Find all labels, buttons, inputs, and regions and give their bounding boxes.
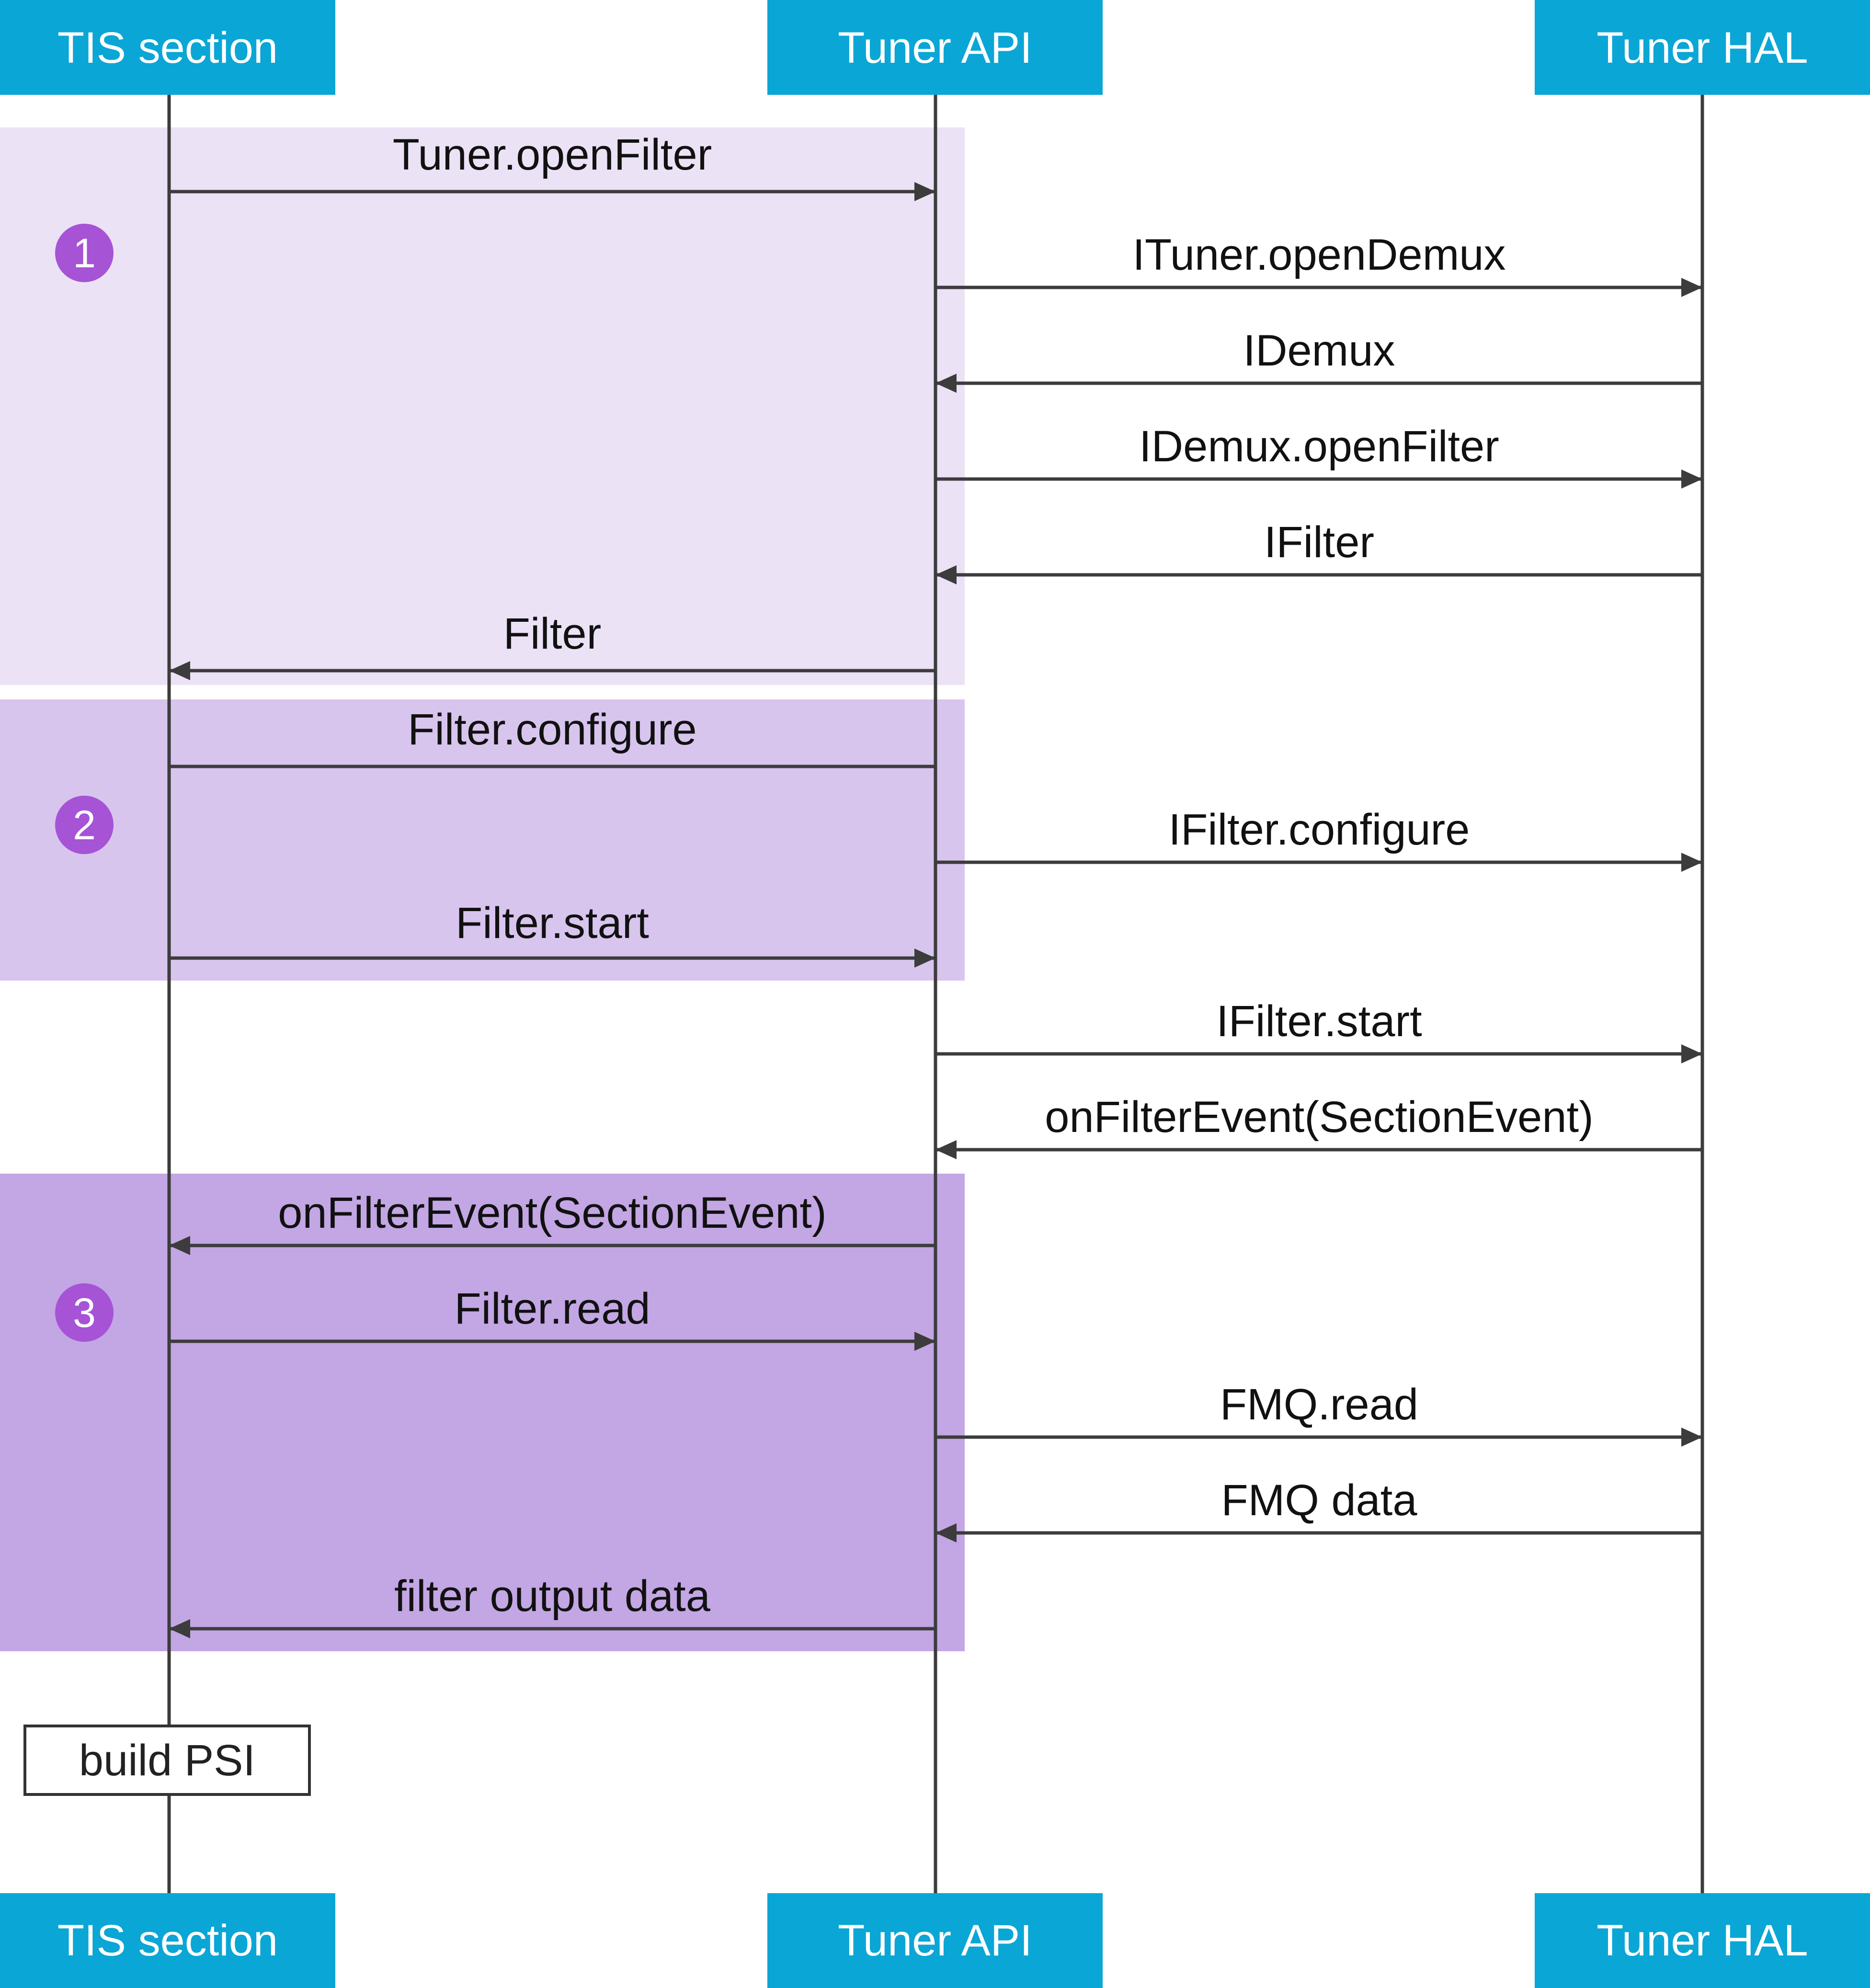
- message-15-label: FMQ data: [1221, 1476, 1417, 1525]
- participant-hal-top-label: Tuner HAL: [1596, 23, 1808, 72]
- step-badge-3-number: 3: [73, 1290, 96, 1336]
- message-12: onFilterEvent(SectionEvent): [169, 1188, 935, 1255]
- message-9: Filter.start: [169, 899, 935, 968]
- message-4-label: IDemux.openFilter: [1139, 422, 1499, 471]
- message-5-label: IFilter: [1264, 518, 1374, 567]
- message-1: Tuner.openFilter: [169, 130, 935, 201]
- participant-api-top-box: [767, 0, 1103, 95]
- group-1-background: [0, 127, 965, 685]
- participant-hal-bottom-box: [1535, 1893, 1870, 1988]
- message-7: Filter.configure: [169, 705, 935, 768]
- participant-tis-bottom: TIS section: [0, 1893, 335, 1988]
- participant-api-bottom-box: [767, 1893, 1103, 1988]
- message-6: Filter: [169, 609, 935, 680]
- message-2-label: ITuner.openDemux: [1132, 230, 1505, 279]
- participant-api-top-label: Tuner API: [838, 23, 1032, 72]
- step-badge-2: 2: [55, 796, 114, 854]
- group-2-background: [0, 699, 965, 981]
- message-15: FMQ data: [935, 1476, 1702, 1542]
- message-7-label: Filter.configure: [408, 705, 696, 754]
- participants-top: TIS section Tuner API Tuner HAL: [0, 0, 1870, 95]
- step-badges: 1 2 3: [55, 224, 114, 1342]
- messages: Tuner.openFilter ITuner.openDemux IDemux…: [169, 130, 1702, 1638]
- message-10: IFilter.start: [935, 997, 1702, 1063]
- participant-tis-top-box: [0, 0, 335, 95]
- participant-api-bottom-label: Tuner API: [838, 1916, 1032, 1965]
- step-badge-2-number: 2: [73, 802, 96, 848]
- message-4: IDemux.openFilter: [935, 422, 1702, 489]
- message-8: IFilter.configure: [935, 805, 1702, 872]
- message-11: onFilterEvent(SectionEvent): [935, 1093, 1702, 1159]
- message-10-label: IFilter.start: [1216, 997, 1422, 1046]
- participant-hal-top-box: [1535, 0, 1870, 95]
- message-14: FMQ.read: [935, 1380, 1702, 1447]
- message-6-label: Filter: [503, 609, 601, 658]
- message-3-label: IDemux: [1243, 326, 1395, 375]
- message-13: Filter.read: [169, 1284, 935, 1351]
- step-badge-1: 1: [55, 224, 114, 282]
- participant-api-top: Tuner API: [767, 0, 1103, 95]
- participants-bottom: TIS section Tuner API Tuner HAL: [0, 1893, 1870, 1988]
- group-backgrounds: [0, 127, 965, 1651]
- participant-hal-bottom-label: Tuner HAL: [1596, 1916, 1808, 1965]
- message-11-label: onFilterEvent(SectionEvent): [1045, 1093, 1593, 1142]
- message-16-label: filter output data: [394, 1572, 711, 1621]
- step-badge-1-number: 1: [73, 230, 96, 276]
- participant-tis-bottom-box: [0, 1893, 335, 1988]
- lifelines: [167, 95, 1704, 1893]
- participant-tis-top: TIS section: [0, 0, 335, 95]
- message-12-label: onFilterEvent(SectionEvent): [278, 1188, 826, 1237]
- message-9-label: Filter.start: [456, 899, 649, 948]
- step-badge-3-circle: [55, 1283, 114, 1342]
- message-13-label: Filter.read: [454, 1284, 650, 1333]
- step-badge-2-circle: [55, 796, 114, 854]
- message-16: filter output data: [169, 1572, 935, 1638]
- message-3: IDemux: [935, 326, 1702, 393]
- build-psi-note-label: build PSI: [79, 1736, 255, 1785]
- participant-hal-bottom: Tuner HAL: [1535, 1893, 1870, 1988]
- participant-tis-top-label: TIS section: [57, 23, 278, 72]
- message-2: ITuner.openDemux: [935, 230, 1702, 297]
- participant-hal-top: Tuner HAL: [1535, 0, 1870, 95]
- step-badge-1-circle: [55, 224, 114, 282]
- participant-tis-bottom-label: TIS section: [57, 1916, 278, 1965]
- message-14-label: FMQ.read: [1220, 1380, 1418, 1429]
- participant-api-bottom: Tuner API: [767, 1893, 1103, 1988]
- build-psi-note-box: [23, 1725, 311, 1796]
- message-1-label: Tuner.openFilter: [393, 130, 712, 179]
- build-psi-note: build PSI: [23, 1725, 311, 1796]
- message-8-label: IFilter.configure: [1169, 805, 1470, 854]
- message-5: IFilter: [935, 518, 1702, 584]
- step-badge-3: 3: [55, 1283, 114, 1342]
- group-3-background: [0, 1174, 965, 1651]
